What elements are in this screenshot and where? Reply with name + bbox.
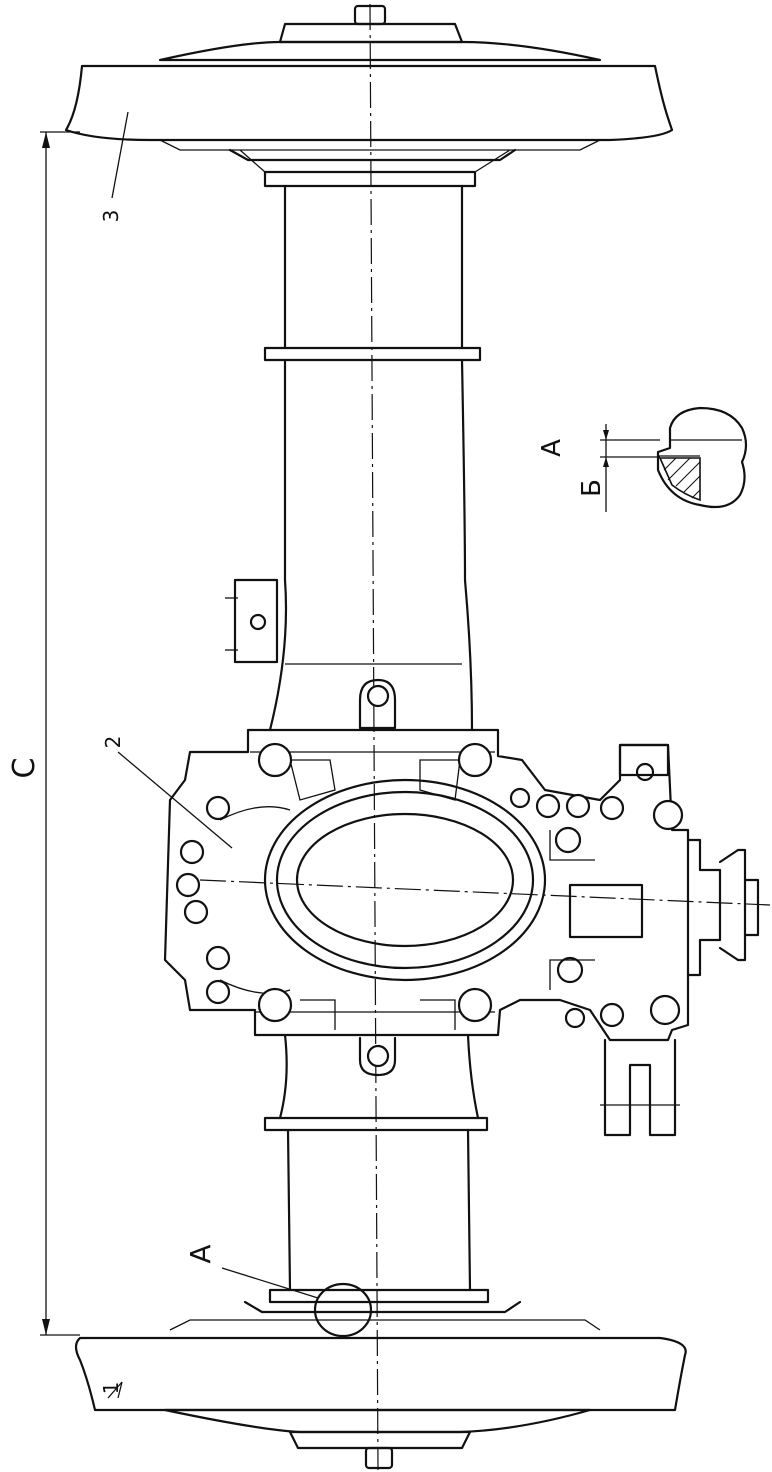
top-wheel-hub-cone bbox=[158, 40, 602, 62]
top-bearing-taper bbox=[239, 149, 511, 173]
bottom-wheel bbox=[74, 1336, 687, 1470]
left-bolt-2 bbox=[179, 839, 205, 865]
callout-a-label: А bbox=[184, 1244, 217, 1263]
pinion-flange bbox=[686, 838, 722, 977]
side-bracket-bolt bbox=[249, 613, 267, 631]
top-wheel-inner-flange bbox=[228, 148, 517, 162]
upper-tube-collar bbox=[263, 346, 482, 362]
bottom-wheel-rim bbox=[74, 1336, 687, 1412]
detail-letter-a: А bbox=[537, 439, 567, 457]
gearbox-bottom-pockets bbox=[300, 999, 456, 1030]
callout-1: 1 bbox=[99, 1381, 123, 1399]
upper-tube-body bbox=[268, 358, 474, 732]
housing-bolt-bl bbox=[257, 987, 293, 1023]
gearbox-housing bbox=[163, 728, 771, 1137]
upper-lug-hole bbox=[366, 684, 390, 708]
top-wheel bbox=[64, 4, 674, 188]
callout-2-label: 2 bbox=[101, 736, 125, 749]
axle-centerline bbox=[369, 3, 379, 1471]
reaction-fork bbox=[603, 1038, 677, 1137]
bottom-axle-cap bbox=[288, 1430, 472, 1450]
callout-1-label: 1 bbox=[99, 1382, 123, 1395]
gearbox-outer-oval bbox=[263, 778, 547, 982]
top-bearing-ring bbox=[263, 170, 477, 188]
left-bolt-6 bbox=[205, 979, 231, 1005]
callout-1-leader bbox=[107, 1381, 123, 1399]
gearbox-window bbox=[295, 812, 515, 948]
callout-3: 3 bbox=[99, 111, 129, 223]
housing-bolt-tl bbox=[257, 742, 293, 778]
callout-3-leader bbox=[111, 111, 129, 199]
left-bolt-3 bbox=[175, 872, 201, 898]
callout-a: А bbox=[184, 1244, 319, 1299]
lower-bearing-ring bbox=[268, 1288, 490, 1304]
gearbox-inner-oval bbox=[275, 790, 535, 970]
callout-2: 2 bbox=[101, 736, 233, 849]
dimension-c-arrow-top bbox=[42, 132, 50, 148]
callout-3-label: 3 bbox=[99, 210, 123, 223]
lower-tube-walls bbox=[286, 1128, 472, 1292]
detail-part-steps bbox=[658, 439, 742, 457]
detail-letter-b: Б bbox=[577, 479, 607, 497]
lower-tube-flare bbox=[278, 1033, 480, 1120]
lower-lug-hole bbox=[366, 1044, 390, 1068]
lower-axle-tube bbox=[169, 1033, 601, 1338]
top-wheel-rim bbox=[64, 64, 674, 142]
detail-hatched-section bbox=[658, 457, 701, 502]
detail-part-outline bbox=[656, 406, 748, 509]
top-reaction-bracket bbox=[618, 743, 670, 777]
left-bolt-4 bbox=[183, 899, 209, 925]
gear-window bbox=[568, 883, 644, 939]
detail-view: А Б bbox=[537, 406, 748, 512]
dimension-c-label: С bbox=[7, 758, 42, 779]
dimension-c: С bbox=[7, 131, 80, 1336]
gearbox-outline bbox=[163, 728, 690, 1042]
pinion-shaft-end bbox=[743, 878, 760, 937]
housing-bolt-br bbox=[457, 987, 493, 1023]
upper-axle-tube bbox=[225, 184, 482, 732]
upper-tube-walls bbox=[283, 184, 464, 350]
top-wheel-disc-edge bbox=[159, 139, 601, 151]
housing-bolt-tr bbox=[457, 742, 493, 778]
pinion-coupling bbox=[718, 848, 747, 962]
top-axle-cap bbox=[278, 22, 464, 44]
detail-a-circle bbox=[313, 1282, 373, 1338]
detail-hatching bbox=[663, 457, 701, 499]
dimension-c-arrow-bottom bbox=[42, 1319, 50, 1335]
pinion-centerline bbox=[199, 879, 771, 906]
bottom-axle-nut bbox=[364, 1446, 394, 1470]
gear-bearing-lines bbox=[549, 830, 595, 990]
callout-2-leader bbox=[117, 751, 233, 849]
left-bolt-5 bbox=[205, 945, 231, 971]
lower-wheel-disc-edge bbox=[169, 1319, 601, 1331]
upper-lug bbox=[358, 678, 397, 730]
lower-tube-collar bbox=[263, 1116, 489, 1132]
lower-wheel-inner-flange bbox=[243, 1300, 522, 1314]
callout-a-leader bbox=[221, 1267, 319, 1299]
side-bracket bbox=[233, 578, 279, 664]
left-bolt-1 bbox=[205, 795, 231, 821]
lower-lug bbox=[358, 1036, 397, 1077]
